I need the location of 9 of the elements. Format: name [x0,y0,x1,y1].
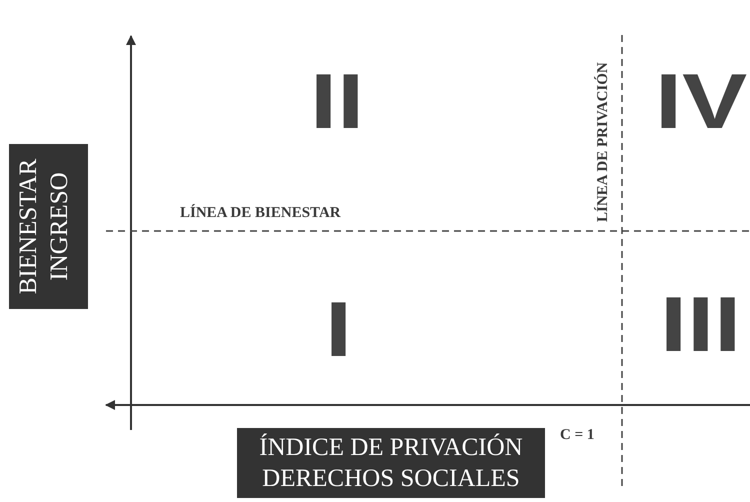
quadrant-numeral: I [325,290,352,368]
tick-label: C = 1 [560,427,594,444]
axis-title: ÍNDICE DE PRIVACIÓN DERECHOS SOCIALES [237,428,545,498]
quadrant-numeral: IV [655,62,748,140]
line-label: LÍNEA DE PRIVACIÓN [595,62,612,222]
axis-title: BIENESTAR INGRESO [9,144,88,309]
quadrant-numeral: III [660,285,742,363]
quadrant-numeral: II [310,62,364,140]
line-label: LÍNEA DE BIENESTAR [180,205,341,222]
